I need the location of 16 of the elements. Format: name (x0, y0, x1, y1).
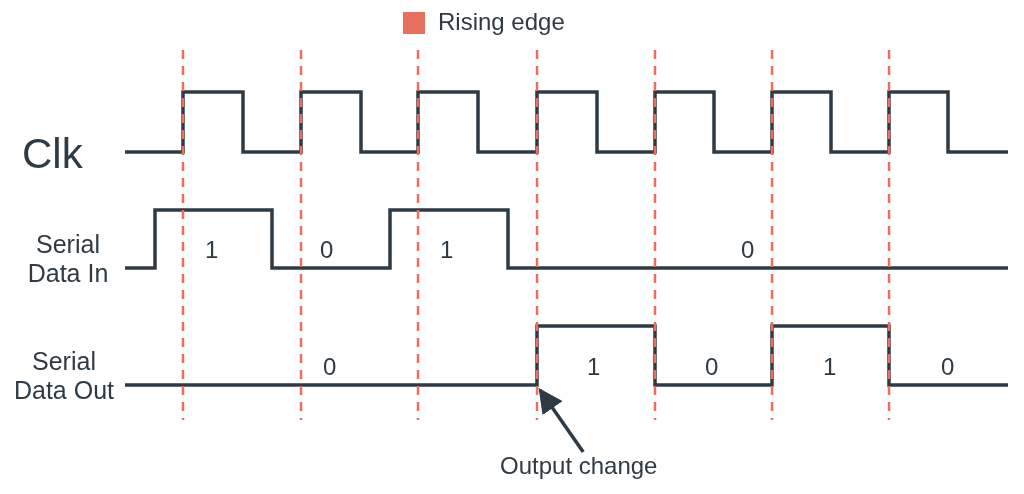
bit-value: 0 (941, 353, 955, 381)
bit-value: 0 (320, 236, 334, 264)
signal-name: Serial Data In (26, 230, 110, 288)
bit-value: 0 (323, 353, 337, 381)
bit-value: 1 (823, 353, 837, 381)
bit-value: 0 (741, 236, 755, 264)
data-out-waveform (125, 324, 1008, 387)
legend-label: Rising edge (438, 8, 565, 36)
annotation-text: Output change (500, 452, 658, 480)
bit-value: 0 (705, 353, 719, 381)
signal-name: Serial Data Out (12, 347, 116, 405)
bit-value: 1 (205, 236, 219, 264)
signal-name: Clk (22, 130, 83, 179)
bit-value: 1 (440, 236, 454, 264)
leader-arrow (538, 388, 585, 453)
bit-value: 1 (587, 353, 601, 381)
